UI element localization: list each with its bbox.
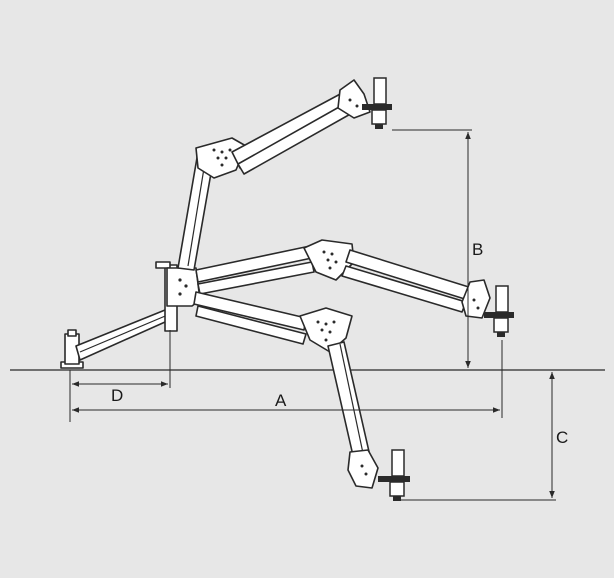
base-foot — [60, 329, 84, 369]
dimension-a — [72, 340, 503, 418]
dimension-label-a: A — [275, 391, 287, 410]
middle-arm-link-2 — [341, 249, 473, 313]
lower-base-arm — [75, 307, 175, 361]
middle-arm-link-1 — [195, 245, 315, 295]
dimension-b — [392, 129, 472, 368]
upper-arm-link-2 — [231, 91, 355, 175]
dimension-label-c: C — [556, 428, 568, 447]
lower-elbow-plate — [299, 307, 353, 353]
lower-tool — [378, 449, 410, 501]
upper-tool — [362, 77, 392, 129]
dimension-d — [69, 330, 171, 422]
dimension-c — [400, 372, 556, 501]
dimension-label-b: B — [472, 240, 483, 259]
upper-elbow-plate — [195, 137, 247, 179]
dimension-label-d: D — [111, 386, 123, 405]
middle-tool — [484, 285, 514, 337]
lower-arm-link-2 — [327, 341, 371, 461]
lower-arm-link-1 — [193, 291, 307, 345]
lower-wrist-plate — [347, 449, 379, 489]
